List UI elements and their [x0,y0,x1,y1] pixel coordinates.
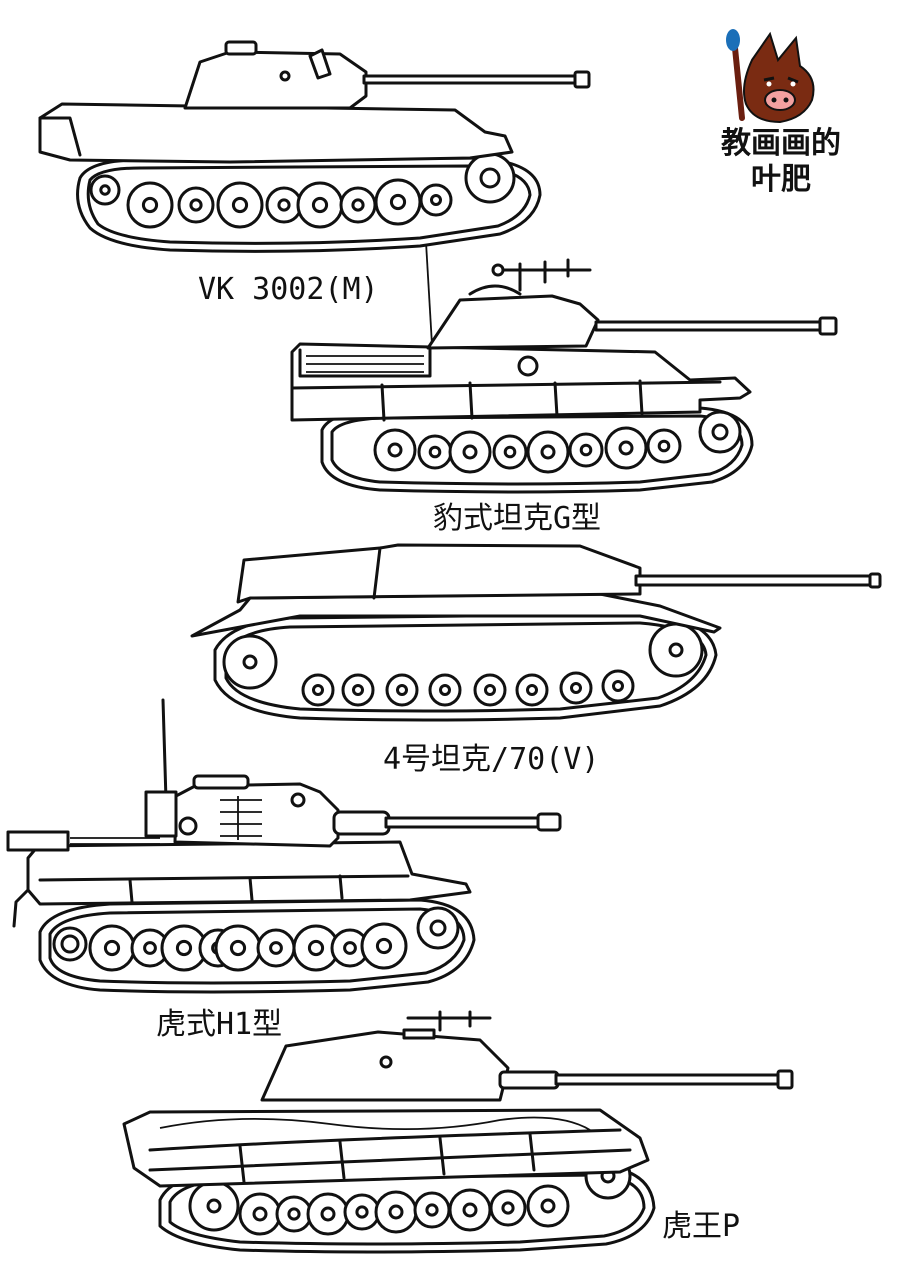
tank-pz4-70v-drawing [190,543,882,722]
tank-pz4-70v-hull [190,592,722,638]
tank-pz4-70v-track [213,612,718,722]
tank-label-pz4-70v: 4号坦克/70(V) [383,742,600,777]
brand-line-1: 教画画的 [721,126,841,161]
tank-tiger-h1-hull [26,840,472,906]
tank-label-panther-g: 豹式坦克G型 [433,501,602,536]
tank-king-tiger-p-drawing [122,1010,794,1254]
brand-signature: 教画画的 叶肥 [706,126,856,198]
tank-label-vk3002m: VK 3002(M) [198,272,379,307]
tank-pz4-70v-superstructure [236,543,642,604]
tank-vk3002m-drawing [38,40,591,253]
tank-panther-g-turret [426,294,600,350]
tank-panther-g-drawing [290,258,838,494]
radio-antenna [161,698,168,802]
tank-tiger-h1-drawing [6,698,562,994]
tank-label-king-tiger-p: 虎王P [662,1209,741,1244]
brand-line-2: 叶肥 [751,162,811,197]
tank-panther-g-hull [290,342,752,422]
boar-mascot-icon [726,29,815,124]
tank-label-tiger-h1: 虎式H1型 [156,1007,283,1042]
tank-vk3002m-turret [183,50,368,110]
tank-vk3002m-hull [38,102,514,164]
